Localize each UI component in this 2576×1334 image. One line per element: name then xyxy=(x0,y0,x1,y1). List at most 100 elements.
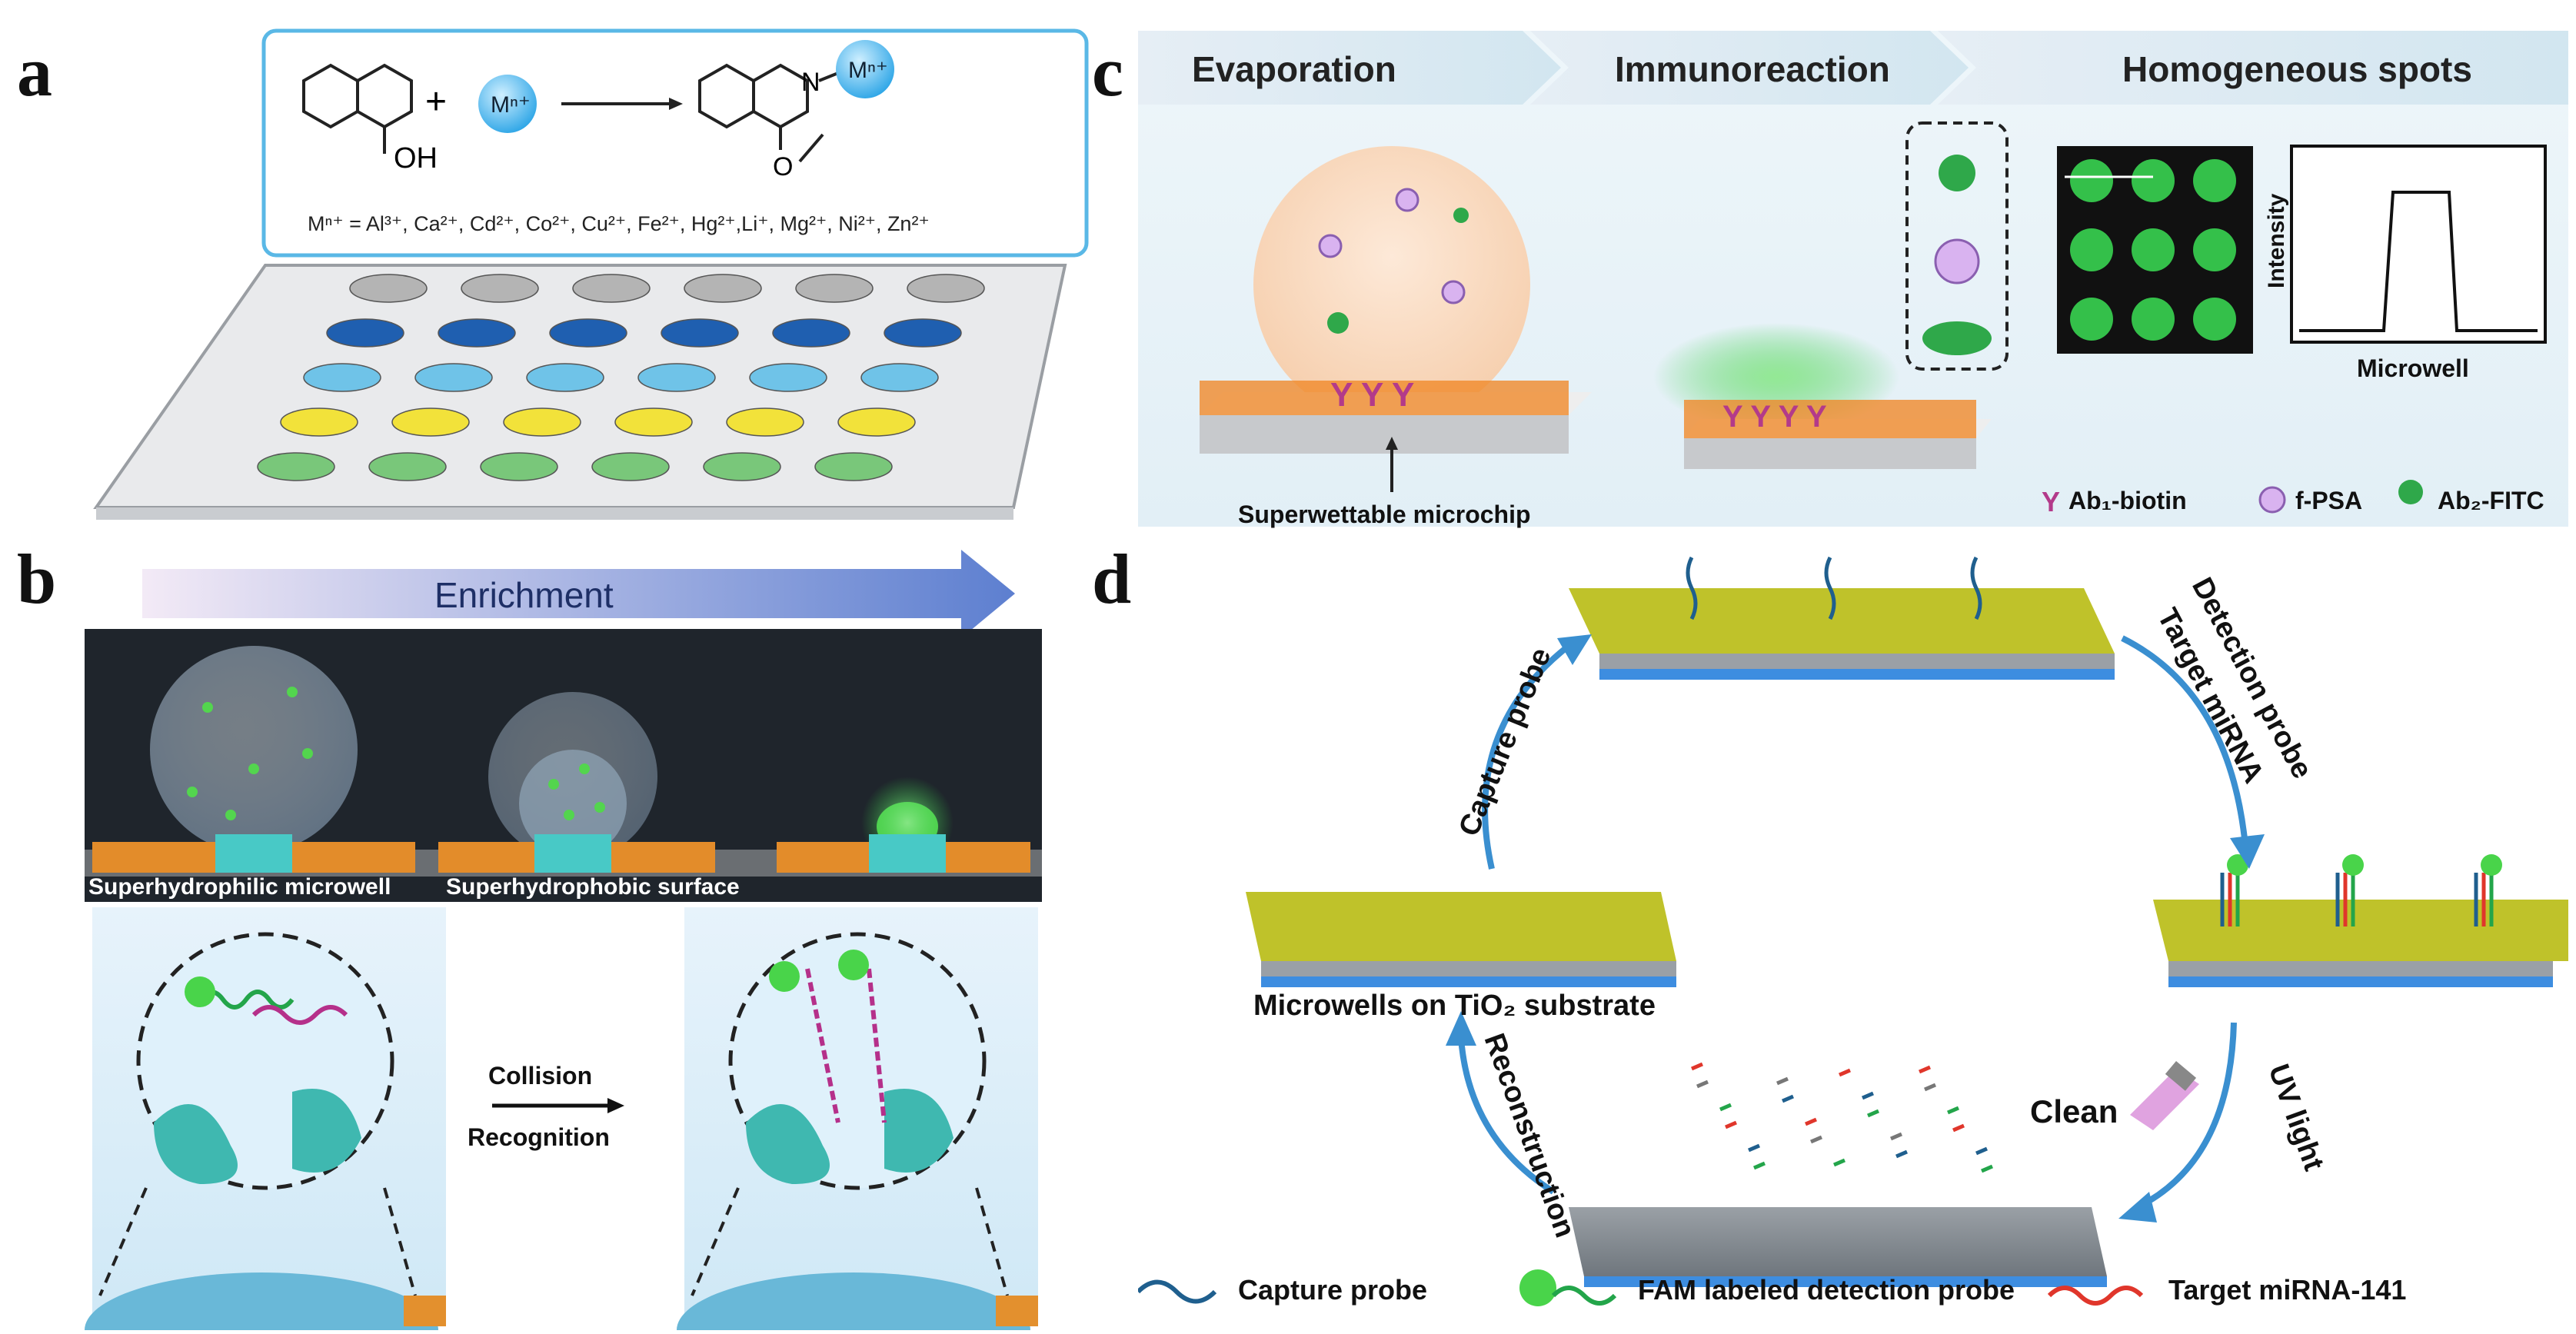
substrate-label: Microwells on TiO₂ substrate xyxy=(1253,990,1656,1022)
legend-ab2: Ab₂-FITC xyxy=(2438,487,2544,514)
array-spot xyxy=(480,452,558,481)
panel-label-c: c xyxy=(1092,32,1123,111)
metal-ion-label: Mⁿ⁺ xyxy=(491,92,531,118)
enrichment-arrow xyxy=(142,550,1015,638)
array-spot xyxy=(703,452,781,481)
plus-sign: + xyxy=(425,82,447,122)
plot-ylabel: Intensity xyxy=(2264,193,2289,288)
hydroxyquinoline-structure xyxy=(302,63,413,154)
panel-label-d: d xyxy=(1092,540,1132,618)
plot-xlabel: Microwell xyxy=(2357,354,2469,382)
legend-ab1: Ab₁-biotin xyxy=(2068,487,2187,514)
array-spot xyxy=(303,363,381,392)
panel-label-b: b xyxy=(17,540,57,618)
fpsa-icon xyxy=(2258,486,2286,514)
substrate-right xyxy=(2153,900,2568,987)
legend-fpsa: f-PSA xyxy=(2295,487,2362,514)
array-spot xyxy=(860,363,939,392)
step-label-2: Homogeneous spots xyxy=(2122,49,2472,89)
reconstruction-arrow xyxy=(1458,1037,1556,1195)
array-spot xyxy=(326,318,404,348)
step-label-0: Evaporation xyxy=(1192,49,1396,89)
array-spot xyxy=(837,408,916,437)
enrichment-label: Enrichment xyxy=(434,575,614,615)
fluorescent-spot xyxy=(2193,298,2236,341)
uv-arrow xyxy=(2136,1022,2237,1210)
metal-list: Mⁿ⁺ = Al³⁺, Ca²⁺, Cd²⁺, Co²⁺, Cu²⁺, Fe²⁺… xyxy=(308,212,930,235)
array-spot xyxy=(391,408,470,437)
sandwich-zoom-box xyxy=(1905,121,2009,371)
array-spot xyxy=(280,408,358,437)
legend-fam: FAM labeled detection probe xyxy=(1638,1274,2015,1306)
cleaved-fragments xyxy=(1691,1062,1993,1173)
array-spot xyxy=(749,363,827,392)
legend-target: Target miRNA-141 xyxy=(2168,1274,2406,1306)
array-spot xyxy=(438,318,516,348)
large-droplet xyxy=(150,646,358,853)
fitc-icon xyxy=(2398,480,2423,504)
fluorescent-spot xyxy=(2132,159,2175,202)
svg-text:Y: Y xyxy=(2042,486,2060,517)
fluorescent-spot xyxy=(2070,298,2113,341)
legend-capture: Capture probe xyxy=(1238,1274,1427,1306)
product-o: O xyxy=(773,152,793,181)
array-spot xyxy=(795,274,874,303)
bound-metal-icon xyxy=(836,40,894,98)
step-immunoreaction xyxy=(1530,31,1969,105)
bound-metal-label: Mⁿ⁺ xyxy=(848,58,888,83)
array-spot xyxy=(503,408,581,437)
recognition-label: Recognition xyxy=(468,1123,610,1151)
fluorescent-spot xyxy=(2070,228,2113,271)
array-spot xyxy=(414,363,493,392)
substrate-left xyxy=(1246,892,1676,987)
array-spot xyxy=(257,452,335,481)
array-spot xyxy=(772,318,850,348)
product-n: N xyxy=(801,68,820,97)
metal-complex-structure xyxy=(698,63,839,163)
fluorescent-spot xyxy=(2132,298,2175,341)
fluorescent-spot xyxy=(2193,228,2236,271)
uv-light-label: UV light xyxy=(2262,1060,2331,1176)
panel-b-figure: Enrichment Superhydrophilic microwell Su… xyxy=(85,550,1042,1330)
array-spot xyxy=(349,274,428,303)
fluorescent-spot xyxy=(2132,228,2175,271)
array-spot xyxy=(814,452,893,481)
panel-d-figure: Capture probe Detection probe Target miR… xyxy=(1138,556,2568,1306)
capture-probe-label: Capture probe xyxy=(1453,644,1557,841)
capture-arrow xyxy=(1482,643,1571,870)
microchip-label: Superwettable microchip xyxy=(1238,501,1531,528)
array-spot xyxy=(614,408,693,437)
spot-array xyxy=(257,274,985,481)
array-spot xyxy=(549,318,627,348)
array-spot xyxy=(572,274,651,303)
collision-label: Collision xyxy=(488,1062,592,1089)
fluorescent-spot xyxy=(2193,159,2236,202)
reactant-oh: OH xyxy=(394,142,438,175)
clean-label: Clean xyxy=(2030,1093,2118,1129)
step-evaporation xyxy=(1138,31,1561,105)
surface-label: Superhydrophobic surface xyxy=(446,874,740,900)
metal-ion-icon xyxy=(478,75,537,133)
array-spot xyxy=(637,363,716,392)
array-spot xyxy=(461,274,539,303)
array-spot xyxy=(726,408,804,437)
svg-text:Y Y Y: Y Y Y xyxy=(1330,376,1414,414)
panel-a-figure: OH + Mⁿ⁺ N O Mⁿ⁺ Mⁿ⁺ = Al³⁺, Ca²⁺, Cd²⁺,… xyxy=(93,28,1089,520)
substrate-top xyxy=(1569,588,2115,680)
substrate-bottom xyxy=(1569,1207,2107,1287)
step-label-1: Immunoreaction xyxy=(1615,49,1890,89)
intensity-profile-line xyxy=(2299,191,2538,332)
intensity-plot xyxy=(2290,145,2547,344)
microwell-1 xyxy=(215,834,292,873)
array-spot xyxy=(661,318,739,348)
array-spot xyxy=(526,363,604,392)
array-spot xyxy=(684,274,762,303)
array-spot xyxy=(591,452,670,481)
array-spot xyxy=(368,452,447,481)
panel-label-a: a xyxy=(17,32,52,111)
panel-c-figure: Evaporation Immunoreaction Homogeneous s… xyxy=(1138,31,2568,528)
superwettable-chip xyxy=(1200,415,1569,454)
step-homogeneous xyxy=(1938,31,2568,105)
legend-capture-icon xyxy=(1138,1279,1217,1304)
immunoreaction-chip xyxy=(1684,438,1976,469)
